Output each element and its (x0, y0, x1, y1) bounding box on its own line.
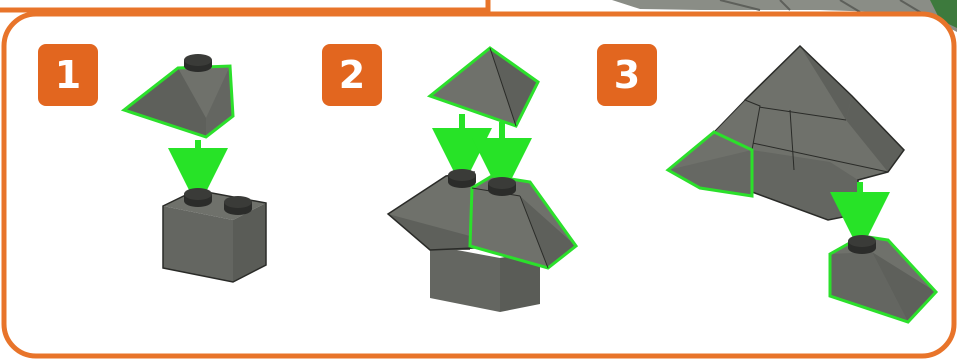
base-brick (430, 245, 540, 312)
step-3-badge: 3 (597, 44, 657, 106)
slope-brick-right-highlighted (468, 174, 579, 270)
background-scene-corner (612, 0, 957, 32)
step-1-number: 1 (54, 53, 82, 97)
slope-brick-highlighted-right (828, 234, 939, 324)
slope-brick-highlighted (120, 54, 235, 139)
roof-slope-piece (426, 46, 540, 128)
step-1-illustration (120, 54, 267, 283)
step-2-badge: 2 (322, 44, 382, 106)
top-frame-fragment (0, 0, 491, 14)
step-2-illustration (386, 46, 579, 312)
step-1-badge: 1 (38, 44, 98, 106)
step-3-illustration (665, 44, 939, 324)
step-3-number: 3 (613, 53, 641, 97)
slope-brick-left (386, 169, 476, 251)
brick-1x2 (162, 188, 267, 283)
step-2-number: 2 (338, 53, 366, 97)
slope-brick-highlighted-left (665, 130, 754, 198)
